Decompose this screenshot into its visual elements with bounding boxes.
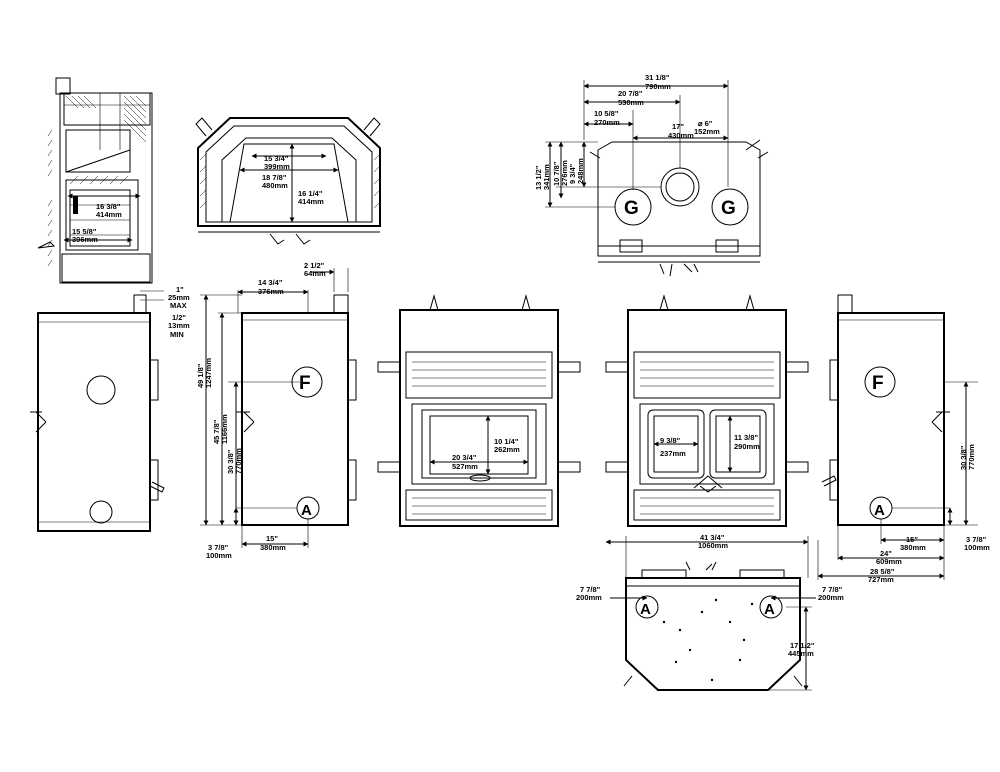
top-view-overall-mm: 790mm <box>645 82 671 91</box>
left-side-view: F A 14 3/4" 376mm 2 1/2" 64mm 49 1/8" 12… <box>196 261 357 560</box>
side-section-view: 16 3/8" 414mm 15 5/8" 396mm <box>37 77 153 284</box>
top-section-opening-top-mm: 399mm <box>264 162 290 171</box>
bottom-width-mm: 1060mm <box>698 541 728 550</box>
right-side-24-in: 24" <box>880 549 892 558</box>
bottom-view: A A 41 3/4" 1060mm 7 7/8" 200mm 7 7/8" 2… <box>576 533 844 691</box>
front-double-width-in: 9 3/8" <box>660 436 681 445</box>
top-view-17-in: 17" <box>672 122 684 131</box>
bottom-depth-mm: 445mm <box>788 649 814 658</box>
side-section-height-in: 16 3/8" <box>96 202 121 211</box>
left-side-15-mm: 380mm <box>260 543 286 552</box>
top-view-overall-in: 31 1/8" <box>645 73 670 82</box>
left-side-45-mm: 1166mm <box>220 414 229 444</box>
top-view-20-in: 20 7/8" <box>618 89 643 98</box>
right-side-15-in: 15" <box>906 535 918 544</box>
top-view-diameter-mm: 152mm <box>694 127 720 136</box>
front-single-height-mm: 262mm <box>494 445 520 454</box>
bottom-left-mm: 200mm <box>576 593 602 602</box>
side-section-base-mm: 396mm <box>72 235 98 244</box>
callout-access-right: A <box>874 502 885 519</box>
left-side-vent-mm: 64mm <box>304 269 326 278</box>
left-side-width-in: 14 3/4" <box>258 278 283 287</box>
top-section-opening-bottom-in: 18 7/8" <box>262 173 287 182</box>
right-side-3-in: 3 7/8" <box>966 535 987 544</box>
callout-gas-right: G <box>721 198 736 219</box>
top-section-view: 15 3/4" 399mm 18 7/8" 480mm 16 1/4" 414m… <box>195 117 381 245</box>
callout-access-bottom-left: A <box>640 601 651 618</box>
top-view-10-mm: 270mm <box>594 118 620 127</box>
bottom-depth-in: 17 1/2" <box>790 641 815 650</box>
top-view-10-in: 10 5/8" <box>594 109 619 118</box>
top-view-9-in: 9 3/4" <box>568 163 577 184</box>
clearance-bottom-note: MIN <box>170 330 184 339</box>
bottom-width-in: 41 3/4" <box>700 533 725 542</box>
top-view-9-mm: 248mm <box>576 158 585 184</box>
left-side-width-mm: 376mm <box>258 287 284 296</box>
right-side-24-mm: 609mm <box>876 557 902 566</box>
callout-fresh-air-right: F <box>872 373 884 394</box>
front-single-width-in: 20 3/4" <box>452 453 477 462</box>
bottom-right-mm: 200mm <box>818 593 844 602</box>
top-view-10b-mm: 276mm <box>560 160 569 186</box>
side-section-height-mm: 414mm <box>96 210 122 219</box>
front-single-height-in: 10 1/4" <box>494 437 519 446</box>
side-section-base-in: 15 5/8" <box>72 227 97 236</box>
clearance-bottom-mm: 13mm <box>168 321 190 330</box>
right-side-30-mm: 770mm <box>967 444 976 470</box>
top-view-diameter-in: ⌀ 6" <box>698 119 713 128</box>
bottom-right-in: 7 7/8" <box>822 585 843 594</box>
left-side-15-in: 15" <box>266 534 278 543</box>
top-section-opening-top-in: 15 3/4" <box>264 154 289 163</box>
left-side-30-in: 30 3/8" <box>226 449 235 474</box>
right-side-28-in: 28 5/8" <box>870 567 895 576</box>
left-side-3-in: 3 7/8" <box>208 543 229 552</box>
front-double-width-mm: 237mm <box>660 449 686 458</box>
back-view: 1" 25mm MAX 1/2" 13mm MIN <box>30 285 190 532</box>
left-side-49-in: 49 1/8" <box>196 363 205 388</box>
top-view: G G 31 1/8" 790mm 20 7/8" 530mm 10 5/8" … <box>534 73 769 277</box>
front-double-height-mm: 290mm <box>734 442 760 451</box>
front-view-double-door: 9 3/8" 237mm 11 3/8" 290mm <box>605 294 809 527</box>
right-side-30-in: 30 3/8" <box>959 445 968 470</box>
top-view-13-mm: 341mm <box>542 164 551 190</box>
left-side-3-mm: 100mm <box>206 551 232 560</box>
top-view-10b-in: 10 7/8" <box>552 161 561 186</box>
right-side-3-mm: 100mm <box>964 543 990 552</box>
right-side-view: F A 30 3/8" 770mm 3 7/8" 100mm 15" 380mm… <box>817 294 990 584</box>
left-side-45-in: 45 7/8" <box>212 419 221 444</box>
left-side-30-mm: 770mm <box>234 448 243 474</box>
clearance-bottom-in: 1/2" <box>172 313 186 322</box>
callout-access-left: A <box>301 502 312 519</box>
right-side-15-mm: 380mm <box>900 543 926 552</box>
callout-gas-left: G <box>624 198 639 219</box>
front-view-single-door: 20 3/4" 527mm 10 1/4" 262mm <box>377 294 581 527</box>
top-view-17-mm: 430mm <box>668 131 694 140</box>
clearance-top-in: 1" <box>176 285 184 294</box>
callout-access-bottom-right: A <box>764 601 775 618</box>
bottom-left-in: 7 7/8" <box>580 585 601 594</box>
left-side-vent-in: 2 1/2" <box>304 261 325 270</box>
left-side-49-mm: 1247mm <box>204 358 213 388</box>
top-view-13-in: 13 1/2" <box>534 165 543 190</box>
clearance-top-mm: 25mm <box>168 293 190 302</box>
top-view-20-mm: 530mm <box>618 98 644 107</box>
callout-fresh-air-left: F <box>299 373 311 394</box>
top-section-depth-in: 16 1/4" <box>298 189 323 198</box>
clearance-top-note: MAX <box>170 301 187 310</box>
front-single-width-mm: 527mm <box>452 462 478 471</box>
front-double-height-in: 11 3/8" <box>734 433 758 442</box>
right-side-28-mm: 727mm <box>868 575 894 584</box>
top-section-opening-bottom-mm: 480mm <box>262 181 288 190</box>
top-section-depth-mm: 414mm <box>298 197 324 206</box>
